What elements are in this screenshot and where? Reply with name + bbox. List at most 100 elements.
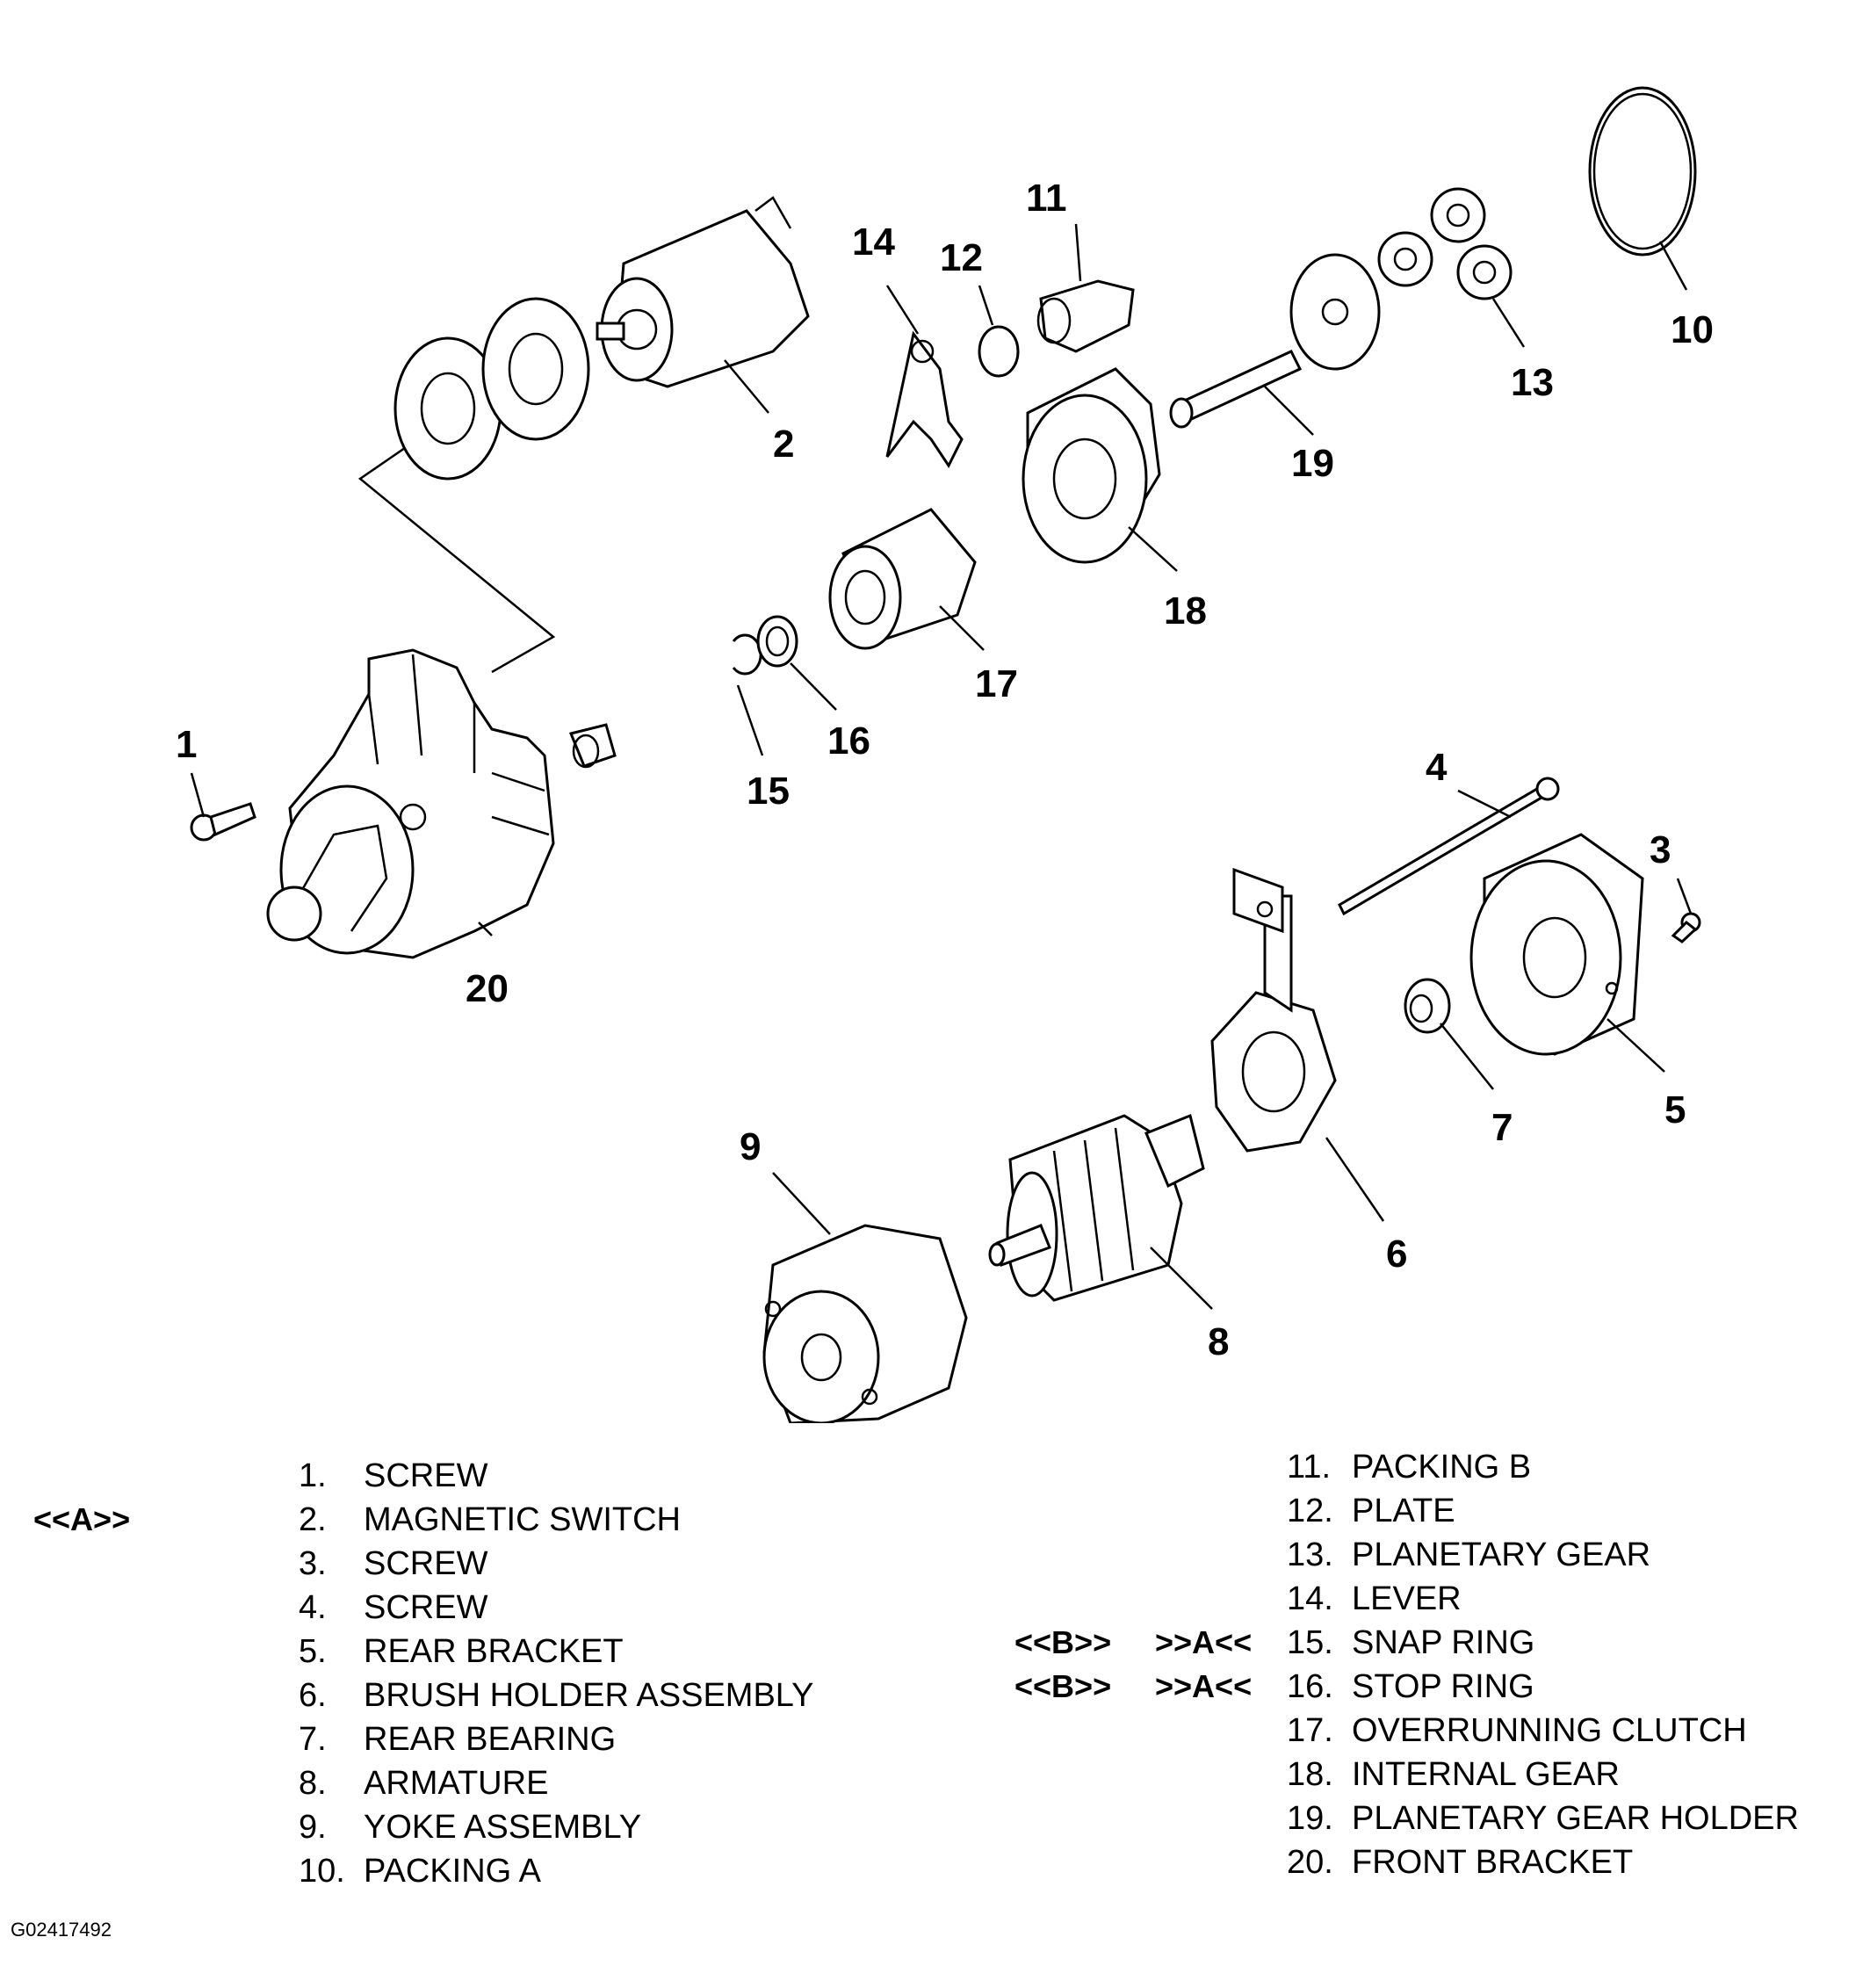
tag-a: >>A<< xyxy=(1155,1624,1253,1660)
legend-item: 20. FRONT BRACKET xyxy=(1287,1840,1799,1884)
callout-7: 7 xyxy=(1491,1106,1513,1149)
plate xyxy=(978,325,1020,378)
stop-ring xyxy=(756,615,798,668)
legend-num: 8. xyxy=(299,1765,327,1802)
callout-9: 9 xyxy=(740,1125,761,1168)
tag-a-left: <<A>> xyxy=(33,1498,130,1542)
overrunning-clutch xyxy=(828,508,977,650)
tag-row: <<B>>>>A<< xyxy=(1014,1665,1252,1709)
callout-12: 12 xyxy=(940,236,983,279)
legend-num: 15. xyxy=(1287,1624,1333,1661)
callout-13: 13 xyxy=(1511,361,1554,404)
planetary-gears xyxy=(1377,187,1513,300)
snap-ring xyxy=(732,633,762,676)
legend-item: 19. PLANETARY GEAR HOLDER xyxy=(1287,1796,1799,1840)
legend-num: 14. xyxy=(1287,1580,1333,1617)
legend-right: 11.PACKING B 12.PLATE 13.PLANETARY GEAR … xyxy=(1287,1445,1799,1884)
tag-row: <<B>> >>A<< xyxy=(1014,1621,1252,1665)
packing-a xyxy=(1588,86,1697,257)
callout-19: 19 xyxy=(1291,442,1334,485)
screw-1 xyxy=(190,802,256,842)
legend-num: 4. xyxy=(299,1589,327,1626)
legend-num: 17. xyxy=(1287,1712,1333,1749)
callout-5: 5 xyxy=(1664,1088,1686,1131)
legend-num: 19. xyxy=(1287,1800,1333,1837)
legend-item: 9.YOKE ASSEMBLY xyxy=(299,1805,813,1849)
legend-num: 1. xyxy=(299,1457,327,1494)
callout-10: 10 xyxy=(1671,308,1714,351)
legend-label: OVERRUNNING CLUTCH xyxy=(1352,1712,1747,1749)
legend-num: 13. xyxy=(1287,1536,1333,1573)
legend-item: 18.INTERNAL GEAR xyxy=(1287,1753,1799,1796)
assembly-guide-line xyxy=(357,429,556,674)
figure-code: G02417492 xyxy=(11,1919,112,1941)
callout-18: 18 xyxy=(1164,589,1207,633)
callout-1: 1 xyxy=(176,723,197,766)
legend-num: 3. xyxy=(299,1545,327,1582)
legend-num: 10. xyxy=(299,1853,345,1890)
legend-item: 7. REAR BEARING xyxy=(299,1717,813,1761)
legend-item: 2.MAGNETIC SWITCH xyxy=(299,1498,813,1542)
legend-label: REAR BRACKET xyxy=(364,1633,624,1670)
screw-4 xyxy=(1338,777,1560,916)
callout-3: 3 xyxy=(1650,828,1671,871)
front-bushing xyxy=(568,723,617,769)
legend-label: STOP RING xyxy=(1352,1668,1534,1705)
legend-label: LEVER xyxy=(1352,1580,1462,1617)
legend-num: 5. xyxy=(299,1633,327,1670)
tag-b: <<B>> xyxy=(1014,1624,1112,1660)
legend-label: PLANETARY GEAR HOLDER xyxy=(1352,1800,1799,1837)
legend-num: 16. xyxy=(1287,1668,1333,1705)
legend-item: 6. BRUSH HOLDER ASSEMBLY xyxy=(299,1674,813,1717)
leader-lines xyxy=(190,223,1693,1310)
legend-item: 10. PACKING A xyxy=(299,1849,813,1893)
legend-label: PACKING A xyxy=(364,1853,542,1890)
legend-label: INTERNAL GEAR xyxy=(1352,1756,1620,1793)
callout-16: 16 xyxy=(827,719,870,763)
legend-label: SCREW xyxy=(364,1457,488,1494)
legend-num: 2. xyxy=(299,1501,327,1538)
legend-item: 16. STOP RING xyxy=(1287,1665,1799,1709)
yoke-assembly xyxy=(762,1224,968,1423)
legend-item: 5. REAR BRACKET xyxy=(299,1630,813,1674)
front-bracket xyxy=(266,648,555,959)
legend-label: SCREW xyxy=(364,1545,488,1582)
lever xyxy=(885,330,964,468)
callout-6: 6 xyxy=(1386,1233,1407,1276)
callout-8: 8 xyxy=(1208,1320,1229,1363)
legend-label: PLANETARY GEAR xyxy=(1352,1536,1651,1573)
tag-a-label: <<A>> xyxy=(33,1501,131,1537)
tag-b: <<B>> xyxy=(1014,1668,1112,1704)
legend-num: 12. xyxy=(1287,1493,1333,1529)
legend-label: REAR BEARING xyxy=(364,1721,617,1758)
legend-label: PACKING B xyxy=(1352,1449,1532,1486)
legend-label: FRONT BRACKET xyxy=(1352,1844,1634,1881)
packing-b xyxy=(1036,279,1135,353)
tags-right: <<B>>>>A<< <<B>>>>A<< xyxy=(1014,1621,1252,1709)
legend-num: 20. xyxy=(1287,1844,1333,1881)
gasket-plates xyxy=(393,297,590,481)
callout-14: 14 xyxy=(852,220,895,264)
callout-17: 17 xyxy=(975,662,1018,705)
callout-20: 20 xyxy=(466,967,509,1010)
screw-3 xyxy=(1671,912,1701,943)
armature xyxy=(988,1113,1205,1302)
callout-4: 4 xyxy=(1426,746,1448,789)
rear-bracket xyxy=(1469,833,1644,1056)
legend-item: 12.PLATE xyxy=(1287,1489,1799,1533)
legend-item: 13. PLANETARY GEAR xyxy=(1287,1533,1799,1577)
legend-num: 9. xyxy=(299,1809,327,1846)
exploded-view-diagram: 1 2 3 4 5 6 7 8 9 10 11 12 13 14 15 16 1… xyxy=(176,86,1714,1423)
planetary-gear-holder xyxy=(1169,253,1381,429)
magnetic-switch xyxy=(596,196,810,388)
legend-item: 15.SNAP RING xyxy=(1287,1621,1799,1665)
brush-holder-assembly xyxy=(1210,867,1337,1153)
legend-label: ARMATURE xyxy=(364,1765,549,1802)
legend-item: 3. SCREW xyxy=(299,1542,813,1586)
rear-bearing xyxy=(1404,978,1451,1034)
legend-num: 7. xyxy=(299,1721,327,1758)
legend-label: BRUSH HOLDER ASSEMBLY xyxy=(364,1677,814,1714)
legend-left: 1. SCREW 2.MAGNETIC SWITCH 3. SCREW 4. SCRE… xyxy=(299,1454,813,1893)
legend-item: 14. LEVER xyxy=(1287,1577,1799,1621)
legend-num: 6. xyxy=(299,1677,327,1714)
